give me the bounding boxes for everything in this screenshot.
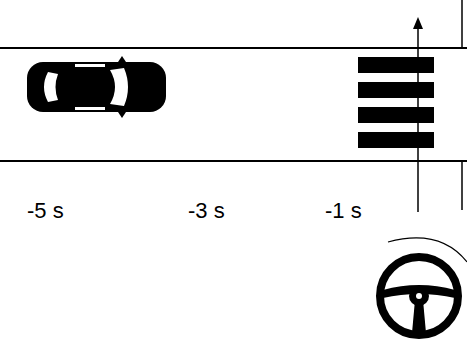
border-line (461, 0, 463, 48)
time-label: -3 s (188, 200, 225, 222)
steering-wheel (380, 238, 467, 335)
crosswalk (358, 57, 434, 148)
time-label: -1 s (325, 200, 362, 222)
path-arrow (417, 28, 419, 212)
border-line (461, 161, 463, 210)
road-edge (0, 47, 467, 49)
arrow-head (413, 17, 423, 29)
car-icon (27, 56, 166, 118)
road-edge (0, 160, 467, 162)
time-label: -5 s (27, 200, 64, 222)
